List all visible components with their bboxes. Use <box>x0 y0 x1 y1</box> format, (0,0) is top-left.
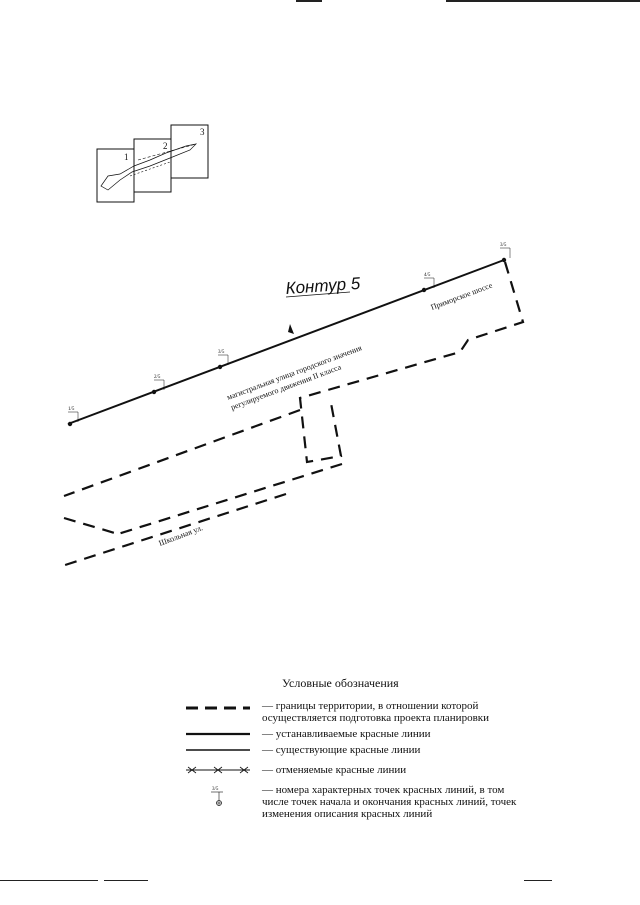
territory-boundary <box>61 261 525 568</box>
contour-underline <box>285 291 351 298</box>
point-leader-1 <box>500 247 511 258</box>
bottom-scan-mark-right <box>524 880 552 881</box>
top-scan-mark-right <box>446 0 640 2</box>
legend-item-point-number-text: — номера характерных точек красных линий… <box>262 784 517 820</box>
boundary-upper-diagonal <box>63 408 301 498</box>
red-line-main <box>67 259 505 425</box>
key-sheet-1 <box>96 148 135 203</box>
point-number-icon-label: 3/5 <box>212 787 219 792</box>
key-sheet-2 <box>133 138 172 193</box>
red-line-point-2 <box>421 287 427 293</box>
legend: Условные обозначения — границы территори… <box>0 670 640 830</box>
key-map-dash <box>137 143 197 161</box>
bottom-scan-mark-mid <box>104 880 148 881</box>
dashed-thick-line-icon <box>186 706 250 710</box>
red-line-tick <box>288 324 294 334</box>
point-label-1: 3/5 <box>500 243 507 248</box>
red-line-point-1 <box>501 257 507 263</box>
boundary-middle-diagonal <box>117 462 343 536</box>
arterial-street-label-1: магистральная улица городского значения <box>226 343 364 402</box>
solid-thick-line-icon <box>186 732 250 736</box>
red-line-point-4 <box>151 389 157 395</box>
red-line-point-3 <box>217 364 223 370</box>
key-map-dash-2 <box>129 161 171 177</box>
key-sheet-3-label: 3 <box>200 127 205 137</box>
boundary-inner-west <box>63 516 119 536</box>
point-labels: 3/5 4/5 3/5 2/5 1/5 <box>68 243 511 422</box>
legend-title: Условные обозначения <box>282 676 399 690</box>
legend-item-established-text: — устанавливаемые красные линии <box>262 728 431 740</box>
boundary-lower-diagonal <box>61 492 287 568</box>
key-sheet-1-label: 1 <box>124 152 129 162</box>
key-sheet-2-label: 2 <box>163 141 168 151</box>
established-red-line <box>67 257 507 427</box>
point-leader-5 <box>68 411 79 422</box>
red-line-point-5 <box>67 421 73 427</box>
cancelled-line-icon <box>186 766 250 774</box>
point-leader-3 <box>218 354 229 365</box>
point-number-icon: 3/5 <box>211 787 223 806</box>
legend-item-cancelled-text: — отменяемые красные линии <box>262 764 407 776</box>
solid-line-icon <box>186 749 250 751</box>
legend-item-existing-text: — существующие красные линии <box>262 744 421 756</box>
point-label-2: 4/5 <box>424 273 431 278</box>
point-label-4: 2/5 <box>154 375 161 380</box>
top-scan-mark <box>296 0 322 2</box>
legend-item-boundary-text: — границы территории, в отношении которо… <box>262 700 489 724</box>
key-map: 1 2 3 <box>96 124 209 203</box>
point-label-3: 3/5 <box>218 350 225 355</box>
point-label-5: 1/5 <box>68 407 75 412</box>
point-leader-4 <box>154 379 165 390</box>
point-leader-2 <box>424 277 435 288</box>
bottom-scan-mark-left <box>0 880 98 881</box>
